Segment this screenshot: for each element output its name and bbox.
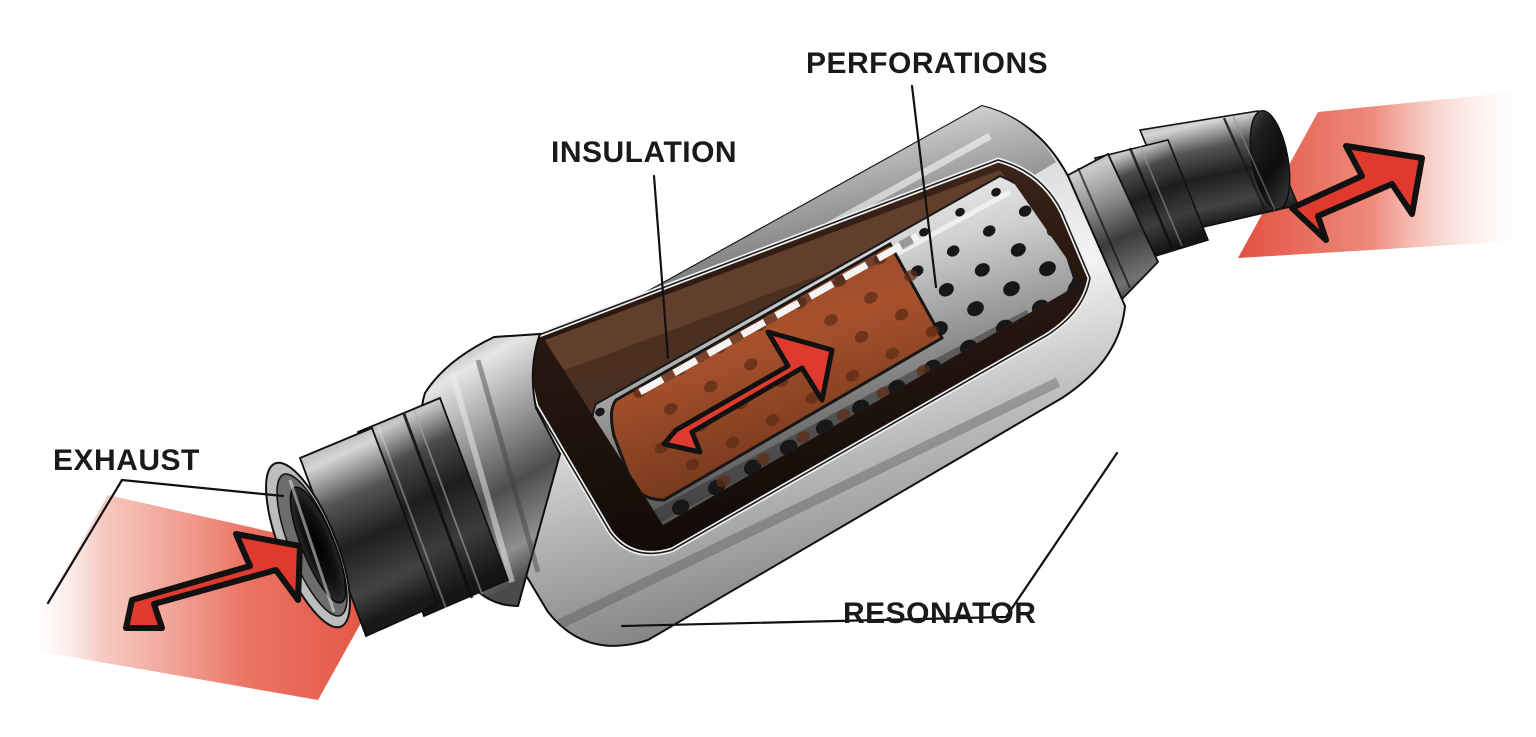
perforation-dot: [671, 499, 690, 516]
perforation-dot: [1008, 458, 1019, 468]
perforation-dot: [974, 263, 990, 277]
leader-perforations: [910, 84, 938, 289]
core-perforation-shadow: [925, 325, 940, 338]
perforation-dot: [900, 518, 911, 525]
core-perforation-shadow: [864, 291, 878, 304]
inlet-flow-arrow: [123, 531, 303, 631]
leader-insulation: [652, 174, 670, 360]
label-exhaust: EXHAUST: [53, 444, 200, 477]
perforation-dot: [1003, 281, 1020, 297]
core-perforation-shadow: [845, 369, 860, 382]
perforation-dot: [991, 187, 1001, 197]
core-perforation-shadow: [805, 392, 820, 404]
perforation-dot: [595, 407, 605, 417]
core-perforation-shadow: [876, 386, 890, 399]
core-perforation-shadow: [685, 458, 700, 471]
perforation-dot: [955, 207, 965, 217]
perforation-dot: [1010, 243, 1026, 257]
core-perforation-shadow: [904, 269, 918, 282]
perforation-dot: [863, 537, 876, 549]
internal-flow-arrow: [661, 329, 835, 455]
core-perforation-shadow: [765, 414, 780, 427]
perforation-dot: [1039, 261, 1056, 277]
diagram-labels: PERFORATIONS INSULATION EXHAUST RESONATO…: [53, 47, 1048, 630]
core-perforation-shadow: [894, 308, 909, 321]
outlet-flow-arrow: [1289, 143, 1425, 243]
perforation-dot: [919, 227, 929, 237]
perforation-dot: [1044, 438, 1055, 448]
core-perforation-shadow: [796, 431, 810, 443]
core-perforation-shadow: [824, 314, 838, 326]
perforation-dot: [938, 283, 954, 297]
core-perforation-shadow: [756, 453, 770, 466]
perforation-dot: [982, 225, 996, 237]
core-perforation-shadow: [664, 402, 678, 415]
label-resonator: RESONATOR: [843, 597, 1036, 630]
core-perforation-shadow: [725, 436, 740, 449]
leader-exhaust: [46, 478, 285, 605]
label-perforations: PERFORATIONS: [806, 47, 1048, 80]
core-perforation-shadow: [836, 408, 850, 421]
leader-resonator: [620, 451, 1119, 628]
perforation-dot: [967, 301, 984, 317]
perforation-dot: [972, 478, 983, 488]
core-perforation-shadow: [716, 475, 730, 488]
core-perforation-shadow: [833, 275, 847, 287]
core-perforation-shadow: [854, 330, 869, 343]
perforation-dot: [936, 498, 947, 508]
insulation-dashed-layer: [637, 232, 921, 396]
inlet-collar-ring: [356, 396, 510, 618]
core-perforation-shadow: [744, 358, 758, 371]
inlet-exhaust-pipe: [265, 426, 440, 638]
core-perforation-shadow: [704, 380, 718, 393]
core-perforation-shadow: [885, 347, 900, 360]
perforation-dot: [946, 245, 960, 257]
perforation-dot: [1018, 205, 1032, 217]
perforation-dot: [1080, 418, 1083, 428]
leader-lines: [46, 84, 1119, 628]
label-insulation: INSULATION: [551, 136, 737, 169]
